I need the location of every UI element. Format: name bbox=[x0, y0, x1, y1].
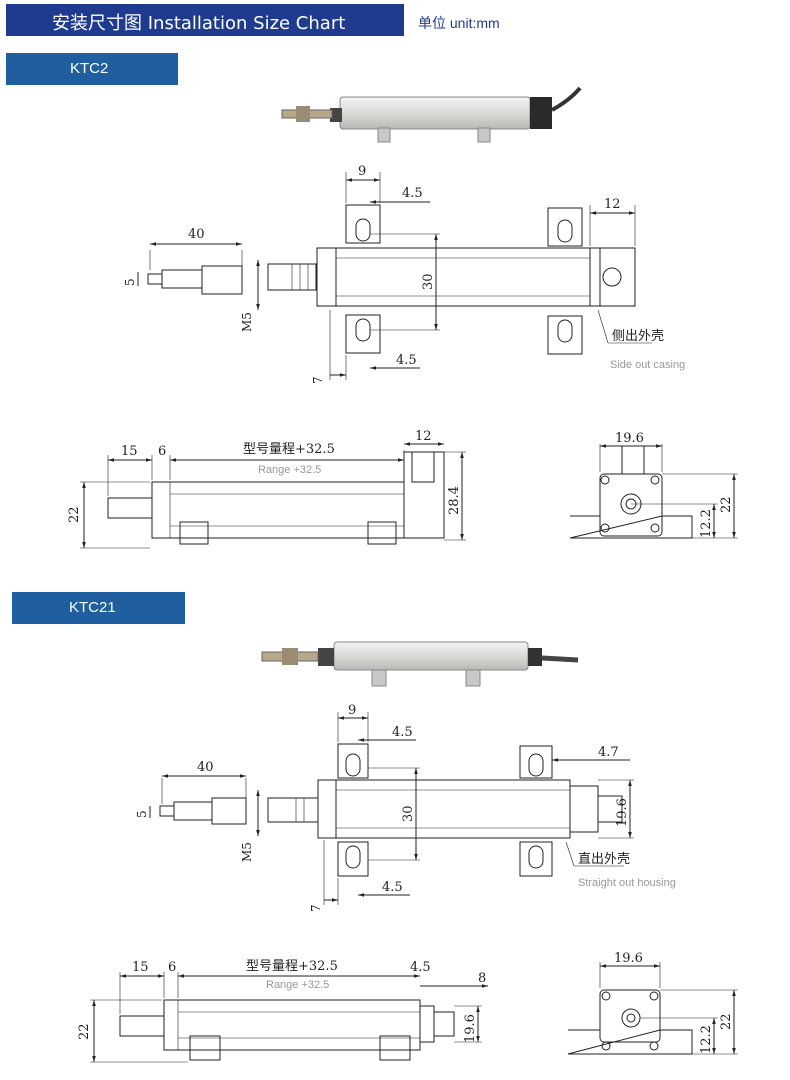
page-title: 安装尺寸图 Installation Size Chart bbox=[52, 13, 346, 34]
ktc2-tag: KTC2 bbox=[6, 53, 178, 85]
ktc21-side-view: 15 6 型号量程+32.5 Range +32.5 4.5 8 22 19.6 bbox=[77, 959, 488, 1063]
ktc2-drawing: 40 5 M5 9 4.5 12 30 4.5 7 侧出外壳 Side out … bbox=[67, 86, 738, 549]
dim-4-5-bottom: 4.5 bbox=[396, 353, 417, 368]
dim-m5: M5 bbox=[240, 842, 254, 862]
dim-4-5-bottom: 4.5 bbox=[382, 880, 403, 895]
dim-4-5-top: 4.5 bbox=[402, 186, 423, 201]
ktc21-tag: KTC21 bbox=[12, 592, 185, 624]
dim-19-6-top: 19.6 bbox=[615, 798, 630, 827]
ktc21-product-photo bbox=[261, 641, 579, 687]
dim-12: 12 bbox=[604, 197, 621, 212]
dim-6: 6 bbox=[168, 960, 176, 975]
dim-12-2-end: 12.2 bbox=[699, 1025, 714, 1054]
dim-28-4: 28.4 bbox=[447, 486, 462, 515]
dim-22-side: 22 bbox=[77, 1023, 92, 1040]
dim-9: 9 bbox=[358, 164, 366, 179]
dim-22-end: 22 bbox=[719, 496, 734, 513]
dim-19-6-side: 19.6 bbox=[463, 1014, 478, 1043]
dim-30: 30 bbox=[421, 273, 436, 290]
dim-15: 15 bbox=[121, 444, 138, 459]
ktc2-side-view: 15 6 型号量程+32.5 Range +32.5 12 22 28.4 bbox=[67, 429, 466, 549]
dim-7: 7 bbox=[309, 904, 323, 912]
range-label-cn: 型号量程+32.5 bbox=[246, 959, 338, 974]
dim-m5: M5 bbox=[240, 312, 254, 332]
ktc2-top-view: 40 5 M5 9 4.5 12 30 4.5 7 侧出外壳 Side out … bbox=[123, 164, 685, 384]
dim-40: 40 bbox=[188, 227, 205, 242]
dim-19-6-end: 19.6 bbox=[615, 431, 644, 446]
ktc21-drawing: 40 5 M5 9 4.5 4.7 30 19.6 4.5 7 直出外壳 Str… bbox=[77, 641, 738, 1063]
range-label-en: Range +32.5 bbox=[258, 464, 321, 476]
dim-4-5-top: 4.5 bbox=[392, 725, 413, 740]
dim-30: 30 bbox=[401, 805, 416, 822]
dim-9: 9 bbox=[348, 703, 356, 718]
ktc21-label: KTC21 bbox=[69, 599, 116, 616]
range-label-cn: 型号量程+32.5 bbox=[243, 442, 335, 457]
casing-label-en: Straight out housing bbox=[578, 877, 676, 889]
dim-5: 5 bbox=[123, 278, 137, 286]
dim-8: 8 bbox=[478, 971, 486, 986]
ktc2-product-photo bbox=[281, 86, 582, 143]
ktc21-top-view: 40 5 M5 9 4.5 4.7 30 19.6 4.5 7 直出外壳 Str… bbox=[135, 703, 676, 912]
unit-label: 单位 unit:mm bbox=[418, 15, 500, 31]
casing-label-cn: 直出外壳 bbox=[578, 852, 630, 867]
dim-15: 15 bbox=[132, 960, 149, 975]
dim-4-7: 4.7 bbox=[598, 745, 619, 760]
ktc21-end-view: 19.6 22 12.2 bbox=[567, 951, 738, 1055]
dim-6: 6 bbox=[158, 444, 166, 459]
dim-12-side: 12 bbox=[415, 429, 432, 444]
dim-4-5-side: 4.5 bbox=[410, 960, 431, 975]
range-label-en: Range +32.5 bbox=[266, 979, 329, 991]
header-banner: 安装尺寸图 Installation Size Chart bbox=[6, 4, 404, 36]
casing-label-en: Side out casing bbox=[610, 359, 685, 371]
dim-22-end: 22 bbox=[719, 1013, 734, 1030]
casing-label-cn: 侧出外壳 bbox=[612, 329, 664, 344]
dim-12-2-end: 12.2 bbox=[699, 509, 714, 538]
dim-7: 7 bbox=[311, 376, 325, 384]
dim-19-6-end: 19.6 bbox=[614, 951, 643, 966]
ktc2-end-view: 19.6 22 12.2 bbox=[569, 431, 738, 539]
ktc2-label: KTC2 bbox=[70, 60, 109, 77]
dim-22-side: 22 bbox=[67, 506, 82, 523]
dim-5: 5 bbox=[135, 810, 149, 818]
dim-40: 40 bbox=[197, 760, 214, 775]
